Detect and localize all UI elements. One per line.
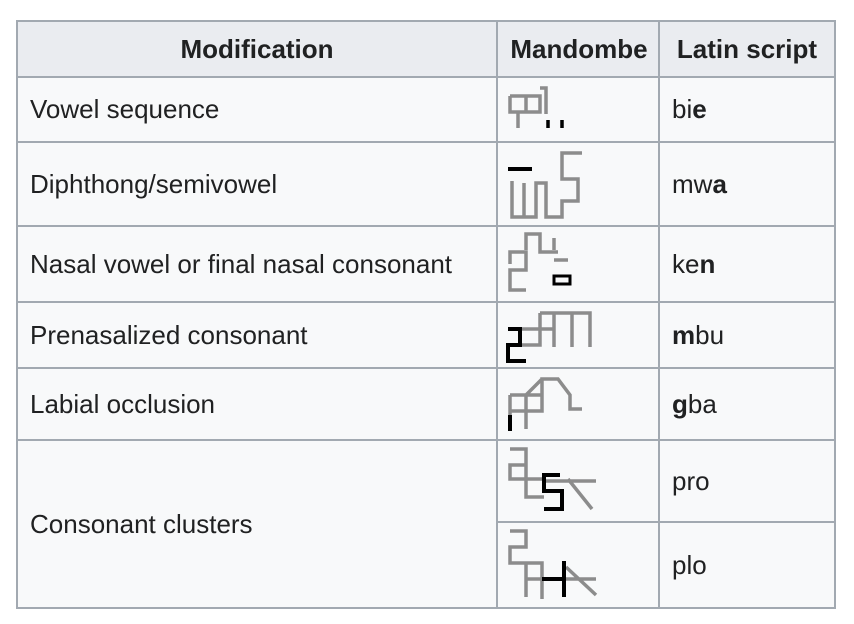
latin-regular: pro <box>672 465 710 496</box>
mandombe-cell <box>496 76 660 143</box>
latin-regular: bi <box>672 94 693 124</box>
mandombe-modifications-table: Modification Mandombe Latin script Vowel… <box>16 20 836 609</box>
table-row: plo <box>17 521 836 609</box>
modification-cell: Prenasalized consonant <box>16 301 498 369</box>
header-mandombe: Mandombe <box>496 20 660 78</box>
mandombe-cell <box>496 521 660 609</box>
latin-cell: mwa <box>658 141 836 227</box>
mandombe-ken-glyph-icon <box>508 232 572 292</box>
latin-bold: g <box>672 388 688 419</box>
modification-cell: Diphthong/semivowel <box>16 141 498 227</box>
mandombe-cell <box>496 141 660 227</box>
latin-bold: a <box>712 168 727 199</box>
latin-bold: n <box>699 248 716 279</box>
table-row: Nasal vowel or final nasal consonant ken <box>16 225 836 303</box>
latin-regular: ba <box>687 388 717 419</box>
latin-cell: gba <box>658 367 836 441</box>
latin-cell: mbu <box>658 301 836 369</box>
mandombe-pro-glyph-icon <box>508 447 596 511</box>
mandombe-bie-glyph-icon <box>508 85 564 128</box>
latin-regular: plo <box>672 549 707 580</box>
header-modification: Modification <box>16 20 498 78</box>
modification-cell: Labial occlusion <box>16 367 498 441</box>
mandombe-cell <box>496 225 660 303</box>
table-row: Diphthong/semivowel mwa <box>16 141 836 227</box>
latin-bold: e <box>692 94 707 124</box>
mandombe-cell <box>496 367 660 441</box>
modification-cell: Nasal vowel or final nasal consonant <box>16 225 498 303</box>
table-row: Prenasalized consonant mbu <box>16 301 836 369</box>
table-row: Vowel sequence bie <box>16 76 836 143</box>
latin-regular: ke <box>672 248 700 279</box>
latin-bold: m <box>672 319 696 350</box>
modification-cell: Consonant clusters <box>16 439 498 609</box>
mandombe-cell <box>496 439 660 523</box>
header-row: Modification Mandombe Latin script <box>16 20 836 78</box>
latin-regular: mw <box>672 168 713 199</box>
latin-regular: bu <box>695 319 725 350</box>
table-row: Labial occlusion gba <box>16 367 836 441</box>
latin-cell: bie <box>658 76 836 143</box>
mandombe-mbu-glyph-icon <box>506 311 592 363</box>
mandombe-plo-glyph-icon <box>508 529 598 599</box>
mandombe-gba-glyph-icon <box>508 377 582 431</box>
latin-cell: pro <box>658 439 836 523</box>
mandombe-mwa-glyph-icon <box>508 151 582 219</box>
table-row: Consonant clusters pro <box>16 439 836 609</box>
mandombe-cell <box>496 301 660 369</box>
latin-cell: plo <box>658 521 836 609</box>
latin-cell: ken <box>658 225 836 303</box>
header-latin-script: Latin script <box>658 20 836 78</box>
modification-cell: Vowel sequence <box>16 76 498 143</box>
